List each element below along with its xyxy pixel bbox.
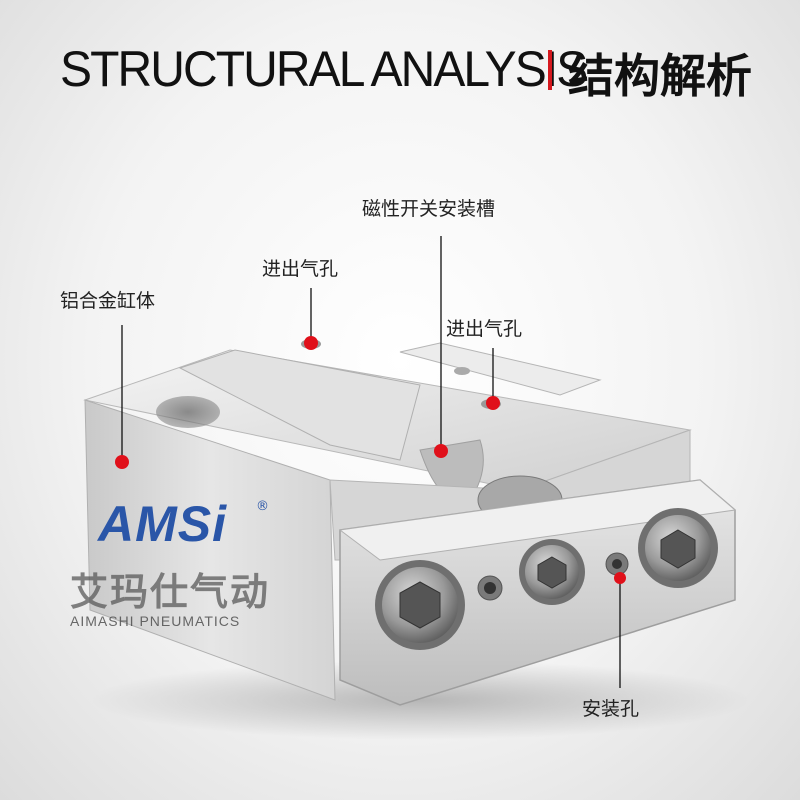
floor-shadow bbox=[90, 660, 750, 740]
body-left-face bbox=[84, 399, 336, 701]
marker-mount bbox=[614, 572, 626, 584]
threaded-hole-1-inner bbox=[484, 582, 496, 594]
top-ridge-right bbox=[399, 342, 602, 396]
title-english: STRUCTURAL ANALYSIS bbox=[60, 41, 588, 97]
title-divider bbox=[548, 50, 552, 90]
header: STRUCTURAL ANALYSIS 结构解析 bbox=[0, 36, 800, 106]
brand-watermark: AMSi ® 艾玛仕气动 AIMASHI PNEUMATICS bbox=[70, 495, 300, 645]
callout-label-port-1: 进出气孔 bbox=[262, 258, 339, 280]
callout-label-slot: 磁性开关安装槽 bbox=[362, 198, 496, 220]
screw-right bbox=[638, 508, 718, 588]
top-small-hole-3 bbox=[454, 367, 470, 375]
marker-body bbox=[115, 455, 129, 469]
front-plate-edge bbox=[338, 479, 737, 561]
registered-mark: ® bbox=[256, 499, 269, 514]
threaded-hole-2-inner bbox=[612, 559, 622, 569]
marker-slot bbox=[434, 444, 448, 458]
brand-logo: AMSi bbox=[98, 496, 227, 552]
marker-port-1 bbox=[304, 336, 318, 350]
marker-port-2 bbox=[486, 396, 500, 410]
screw-middle bbox=[519, 539, 585, 605]
title-chinese: 结构解析 bbox=[568, 49, 752, 103]
callout-label-body: 铝合金缸体 bbox=[60, 290, 156, 312]
callout-label-mount: 安装孔 bbox=[582, 698, 640, 720]
brand-name-english: AIMASHI PNEUMATICS bbox=[70, 613, 241, 629]
screw-left bbox=[375, 560, 465, 650]
callout-label-port-2: 进出气孔 bbox=[446, 318, 523, 340]
top-port-hole bbox=[156, 396, 220, 428]
brand-name-chinese: 艾玛仕气动 bbox=[70, 570, 271, 614]
top-ridge-left bbox=[178, 349, 421, 461]
